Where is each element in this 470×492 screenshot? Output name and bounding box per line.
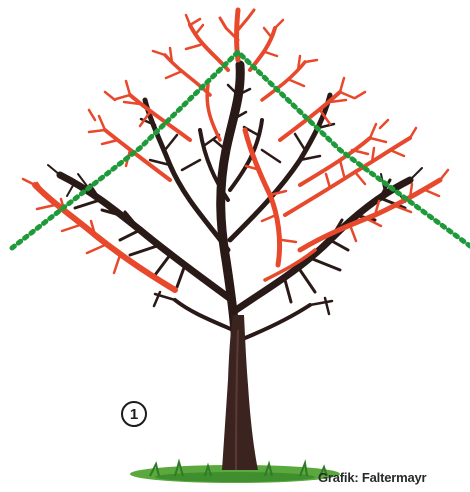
tree-trunk xyxy=(222,315,258,470)
image-credit: Grafik: Faltermayr xyxy=(318,470,426,485)
step-number-badge: 1 xyxy=(121,401,147,427)
